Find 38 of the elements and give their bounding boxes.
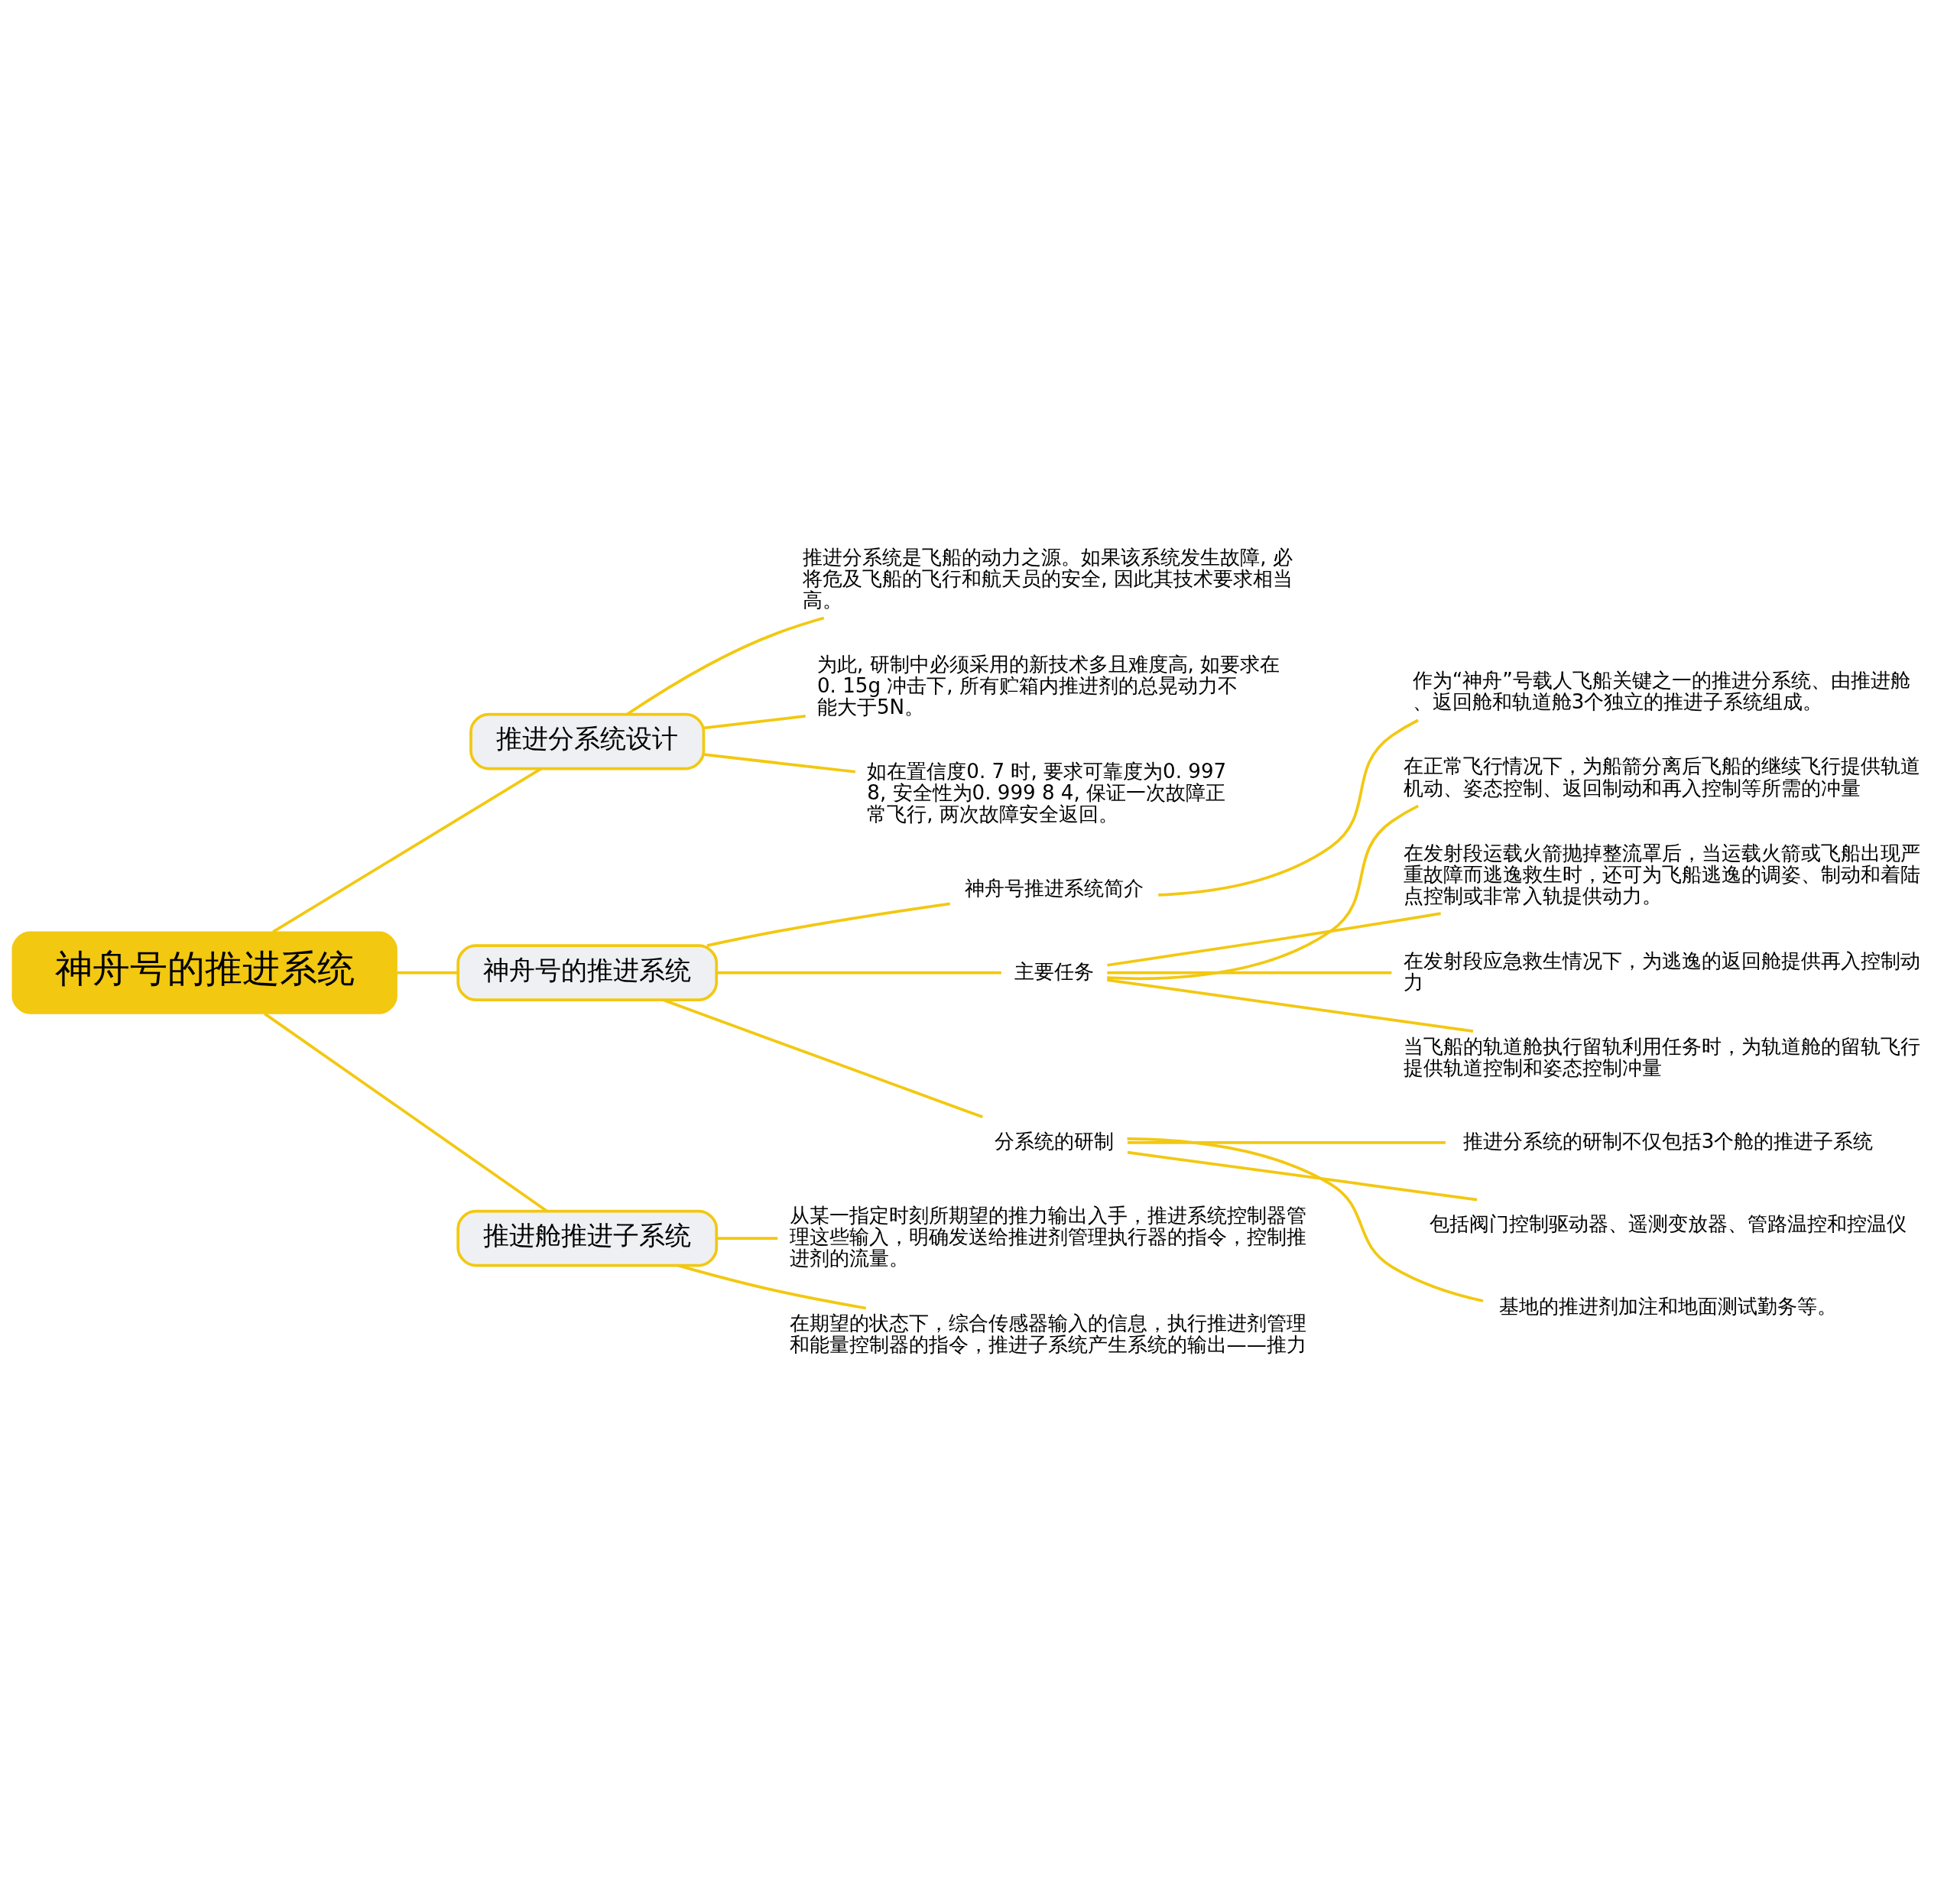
node-text: 基地的推进剂加注和地面测试勤务等。: [1499, 1294, 1838, 1318]
node-text: 如在置信度0. 7 时, 要求可靠度为0. 997 8, 安全性为0. 999 8 4, 保证一次故障正常飞行, 两次故障安全返回。: [867, 759, 1227, 825]
node-box: 神舟号的推进系统: [11, 930, 398, 1014]
node-box: 推进舱推进子系统: [456, 1209, 719, 1267]
connector: [397, 971, 458, 974]
node-text: 当飞船的轨道舱执行留轨利用任务时，为轨道舱的留轨飞行提供轨道控制和姿态控制冲量: [1403, 1034, 1920, 1079]
node-text: 在正常飞行情况下，为船箭分离后飞船的继续飞行提供轨道机动、姿态控制、返回制动和再入控制等所需的冲量: [1403, 754, 1920, 800]
connector: [662, 998, 983, 1118]
connector: [1107, 978, 1474, 1033]
connector: [677, 1263, 867, 1309]
node-text: 包括阀门控制驱动器、遥测变放器、管路温控和控温仪: [1430, 1211, 1907, 1235]
node-text: 主要任务: [1014, 959, 1094, 983]
connector: [264, 1012, 548, 1212]
node-text: 推进分系统的研制不仅包括3个舱的推进子系统: [1462, 1129, 1874, 1153]
node-box: 推进分系统设计: [469, 712, 706, 770]
connector: [1107, 804, 1419, 980]
node-text: 在期望的状态下，综合传感器输入的信息，执行推进剂管理和能量控制器的指令，推进子系统产生系统的输出——推力: [789, 1311, 1306, 1356]
connector: [716, 1236, 778, 1240]
connector: [1107, 971, 1392, 974]
node-text: 作为“神舟”号载人飞船关键之一的推进分系统、由推进舱、返回舱和轨道舱3个独立的推进子系统组成。: [1412, 668, 1910, 713]
node-text: 为此, 研制中必须采用的新技术多且难度高, 如要求在0. 15g 冲击下, 所有贮箱内推进剂的总晃动力不能大于5N。: [816, 652, 1280, 718]
connector: [1158, 718, 1419, 897]
node-text: 神舟号推进系统简介: [964, 876, 1144, 900]
connector: [706, 902, 950, 947]
connector: [1127, 1140, 1446, 1144]
connector: [703, 714, 806, 729]
connector: [1127, 1137, 1484, 1302]
node-text: 从某一指定时刻所期望的推力输出入手，推进系统控制器管理这些输入，明确发送给推进剂管理执行器的指令，控制推进剂的流量。: [789, 1203, 1306, 1270]
connector: [626, 616, 825, 715]
connector: [716, 971, 1001, 974]
connector: [1127, 1150, 1478, 1201]
node-box: 神舟号的推进系统: [456, 943, 719, 1001]
connector: [1107, 911, 1441, 967]
node-text: 推进分系统是飞船的动力之源。如果该系统发生故障, 必将危及飞船的飞行和航天员的安全, 因此其技术要求相当高。: [803, 545, 1293, 611]
connector: [703, 752, 856, 774]
node-text: 分系统的研制: [994, 1129, 1114, 1153]
node-text: 在发射段运载火箭抛掉整流罩后，当运载火箭或飞船出现严重故障而逃逸救生时，还可为飞船逃逸的调姿、制动和着陆点控制或非常入轨提供动力。: [1403, 841, 1920, 907]
node-text: 在发射段应急救生情况下，为逃逸的返回舱提供再入控制动力: [1403, 949, 1920, 994]
